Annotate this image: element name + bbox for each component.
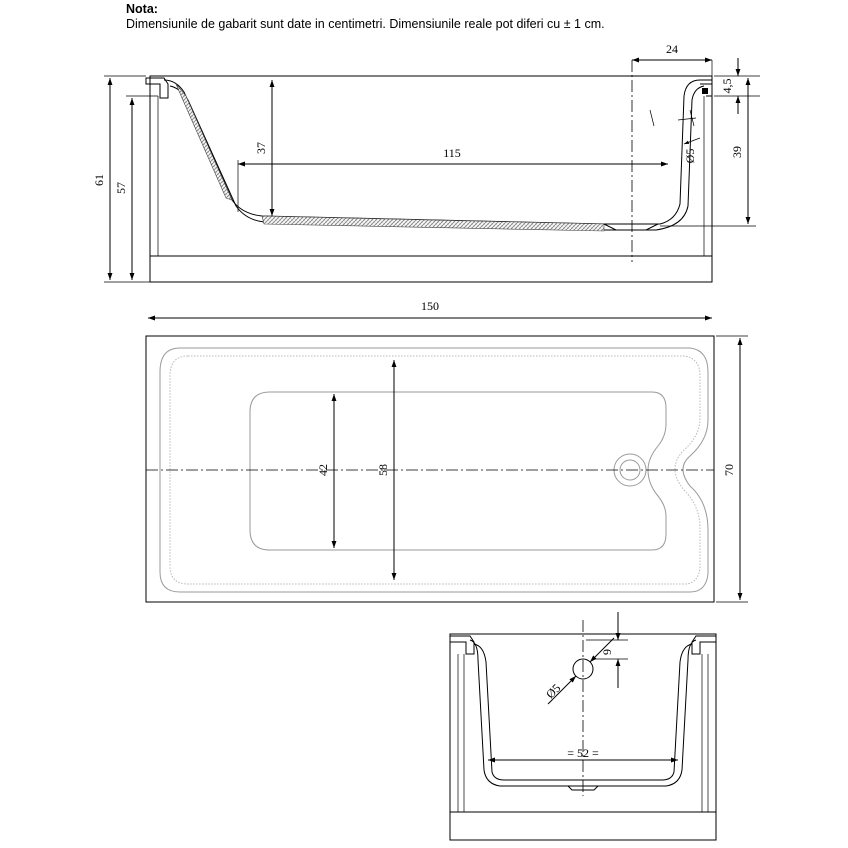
side-tub-inner-profile: [163, 79, 712, 225]
dim-end-overflow: Ø5: [543, 681, 563, 701]
side-drain: [603, 223, 659, 231]
top-drain-inner: [619, 459, 641, 481]
top-rim-outer: [159, 347, 709, 593]
note: Nota: Dimensiunile de gabarit sunt date …: [126, 2, 605, 32]
dim-61: 61: [92, 174, 106, 186]
dim-150: 150: [421, 299, 439, 313]
side-right-rim: [700, 83, 713, 97]
end-view: 9 Ø5 = 52 =: [449, 612, 717, 841]
dim-58: 58: [376, 464, 390, 476]
side-view: 61 57 37 115 24 4,5 39 Ø5: [92, 42, 760, 283]
note-title: Nota:: [126, 2, 158, 16]
top-rim-inner: [169, 355, 701, 585]
side-overflow-mark: [649, 109, 655, 127]
top-bottom-contour: [249, 391, 667, 551]
dim-9: 9: [600, 649, 614, 655]
note-text: Dimensiunile de gabarit sunt date in cen…: [126, 17, 605, 31]
top-view: 150 70 42 58: [145, 299, 748, 603]
dim-115: 115: [443, 146, 461, 160]
dim-line-end-overflow: [547, 675, 577, 705]
side-frame: [149, 75, 713, 283]
side-back-section: [175, 83, 233, 201]
dim-39: 39: [730, 146, 744, 158]
dim-37: 37: [254, 142, 268, 154]
side-tub-outer-profile: [169, 85, 705, 231]
side-left-rim: [145, 77, 169, 99]
side-bottom-section: [261, 215, 605, 232]
end-left-rim: [449, 635, 475, 655]
end-right-rim: [691, 635, 717, 655]
dim-57: 57: [114, 182, 128, 194]
dim-42: 42: [316, 464, 330, 476]
dim-70: 70: [722, 464, 736, 476]
dim-4-5: 4,5: [720, 79, 734, 94]
end-overflow-hole: [572, 658, 594, 680]
dim-52: = 52 =: [567, 746, 599, 760]
top-frame: [145, 335, 715, 603]
end-frame: [449, 633, 717, 841]
dim-24: 24: [666, 42, 678, 56]
dim-side-overflow: Ø5: [683, 149, 697, 164]
